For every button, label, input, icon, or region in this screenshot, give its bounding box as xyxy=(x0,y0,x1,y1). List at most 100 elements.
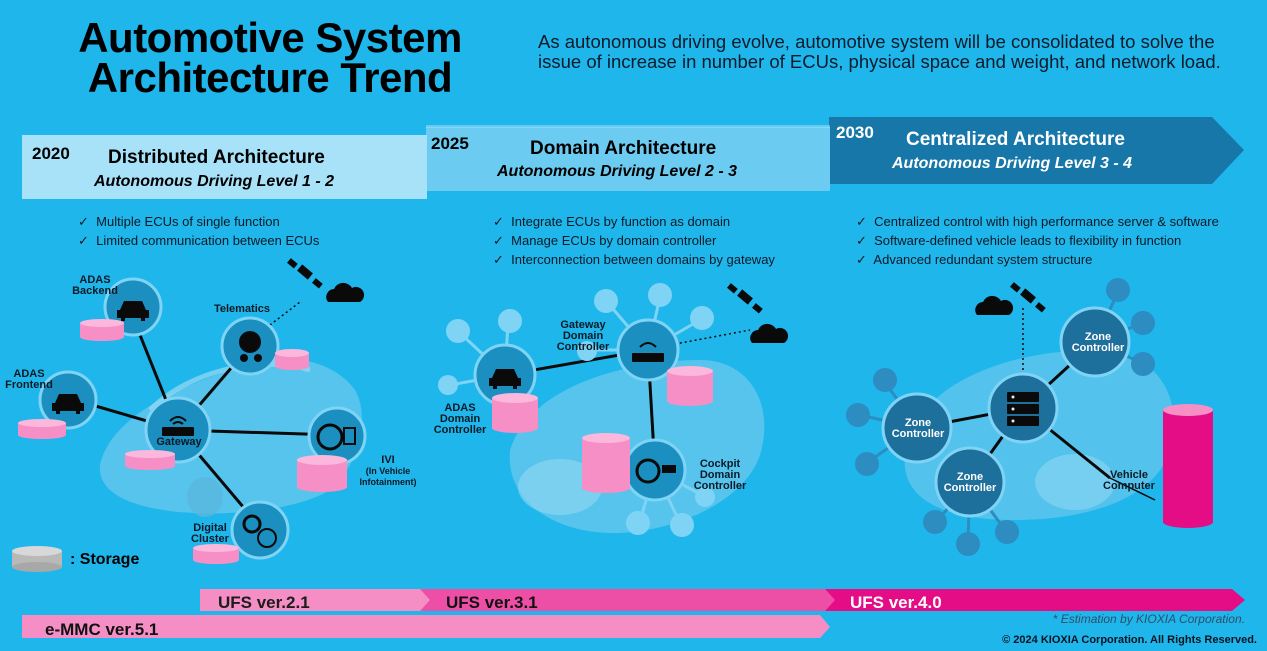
server-icon xyxy=(1007,392,1039,426)
satellite-node xyxy=(956,532,980,556)
gear-icon xyxy=(242,514,262,534)
storage-cylinder xyxy=(193,544,239,564)
page-title: Automotive System Architecture Trend xyxy=(30,14,510,99)
zone-controller-node xyxy=(881,392,953,464)
year-2030: 2030 xyxy=(836,123,874,142)
satellite-node xyxy=(695,487,715,507)
gateway-domain-node xyxy=(616,318,680,382)
router-icon xyxy=(162,427,194,436)
satellite-node xyxy=(923,510,947,534)
year-2020: 2020 xyxy=(32,144,70,163)
bullets-2025: ✓ Integrate ECUs by function as domain ✓… xyxy=(493,212,775,269)
zone-controller-node xyxy=(934,446,1006,518)
check-icon: ✓ xyxy=(78,233,89,248)
ufs-21-bar xyxy=(200,589,430,611)
banner-2020-shape xyxy=(22,135,427,199)
ufs-31-bar xyxy=(420,589,835,611)
diagram-2025 xyxy=(438,283,789,537)
check-icon: ✓ xyxy=(493,233,504,248)
satellite-node xyxy=(1106,278,1130,302)
diagram-2030 xyxy=(846,278,1213,556)
banner-2020-level: Autonomous Driving Level 1 - 2 xyxy=(94,173,335,190)
bullet-item: ✓ Centralized control with high performa… xyxy=(856,214,1219,229)
label-emmc-51: e-MMC ver.5.1 xyxy=(45,620,159,639)
satellite-node xyxy=(1131,352,1155,376)
router-icon xyxy=(632,353,664,362)
storage-cylinder-large xyxy=(1163,404,1213,528)
satellite-node xyxy=(438,375,458,395)
satellite-node xyxy=(577,341,597,361)
check-icon: ✓ xyxy=(493,252,504,267)
steering-wheel-icon xyxy=(635,458,661,484)
storage-cylinder xyxy=(492,393,538,433)
satellite-node xyxy=(670,513,694,537)
banner-2025-title: Domain Architecture xyxy=(530,138,717,159)
check-icon: ✓ xyxy=(856,233,867,248)
car-icon xyxy=(489,369,521,389)
satellite-node xyxy=(855,452,879,476)
bullet-item: ✓ Software-defined vehicle leads to flex… xyxy=(856,233,1182,248)
title-line-1: Automotive System xyxy=(78,14,462,61)
satellite-icon xyxy=(287,258,323,289)
label-telematics: Telematics xyxy=(213,303,271,315)
satellite-node xyxy=(498,309,522,333)
bullets-2030: ✓ Centralized control with high performa… xyxy=(856,212,1219,269)
bullets-2020: ✓ Multiple ECUs of single function ✓ Lim… xyxy=(78,212,319,250)
storage-cylinder xyxy=(297,455,347,492)
satellite-node xyxy=(626,511,650,535)
intro-text: As autonomous driving evolve, automotive… xyxy=(538,31,1221,72)
storage-legend-icon xyxy=(12,546,62,572)
banner-2030-shape xyxy=(829,117,1244,184)
year-2025: 2025 xyxy=(431,134,469,153)
satellite-node xyxy=(873,368,897,392)
label-ufs-21: UFS ver.2.1 xyxy=(218,593,310,612)
bullet-item: ✓ Interconnection between domains by gat… xyxy=(493,252,775,267)
wifi-icon xyxy=(639,342,657,348)
check-icon: ✓ xyxy=(856,252,867,267)
satellite-node xyxy=(446,319,470,343)
footnote: * Estimation by KIOXIA Corporation. xyxy=(1052,612,1245,626)
wifi-icon xyxy=(169,416,187,422)
cloud-icon xyxy=(975,295,1014,315)
bullet-item: ✓ Multiple ECUs of single function xyxy=(78,214,280,229)
storage-cylinder xyxy=(275,349,309,370)
satellite-icon xyxy=(1010,282,1046,313)
satellite-node xyxy=(846,403,870,427)
banner-2025-shape xyxy=(426,127,830,191)
banner-2025-edge xyxy=(426,125,830,128)
storage-cylinder xyxy=(125,450,175,470)
satellite-node xyxy=(648,283,672,307)
car-icon xyxy=(117,301,149,321)
copyright: © 2024 KIOXIA Corporation. All Rights Re… xyxy=(1002,634,1257,646)
satellite-icon xyxy=(727,283,763,314)
satellite-node xyxy=(1131,311,1155,335)
car-icon xyxy=(52,394,84,414)
bullet-item: ✓ Limited communication between ECUs xyxy=(78,233,320,248)
banner-2020-title: Distributed Architecture xyxy=(108,147,325,168)
telematics-icon xyxy=(239,331,261,353)
check-icon: ✓ xyxy=(78,214,89,229)
steering-wheel-icon xyxy=(316,423,344,451)
bullet-item: ✓ Manage ECUs by domain controller xyxy=(493,233,717,248)
emmc-51-bar xyxy=(22,615,830,638)
label-ufs-31: UFS ver.3.1 xyxy=(446,593,538,612)
banner-2030-level: Autonomous Driving Level 3 - 4 xyxy=(892,155,1133,172)
bullet-item: ✓ Advanced redundant system structure xyxy=(856,252,1093,267)
label-ufs-40: UFS ver.4.0 xyxy=(850,593,942,612)
storage-cylinder xyxy=(582,433,630,493)
storage-cylinder xyxy=(18,419,66,439)
zone-controller-node xyxy=(1059,306,1131,378)
ufs-40-bar xyxy=(825,589,1245,611)
